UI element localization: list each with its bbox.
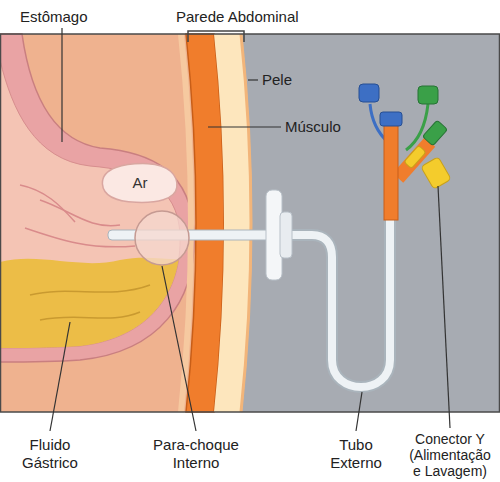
fluid-ripple — [30, 285, 150, 295]
fluid-ripple — [40, 312, 140, 320]
leader-line — [61, 28, 62, 142]
bolster-hub — [280, 212, 292, 258]
illustration-frame — [1, 34, 500, 412]
green-cap — [418, 86, 438, 104]
part-label: Para-choque Interno — [141, 436, 251, 472]
external-tube-outline — [290, 215, 390, 387]
external-tube — [290, 215, 390, 387]
internal-bumper — [135, 211, 189, 265]
part-label: Conector Y (Alimentação e Lavagem) — [405, 431, 495, 479]
clamp-ring — [404, 145, 426, 168]
part-label: Músculo — [285, 118, 341, 136]
gastric-fluid — [0, 258, 195, 362]
leader-line — [356, 392, 362, 431]
leader-line — [248, 79, 258, 80]
blue-cap — [380, 112, 402, 126]
body-interior — [0, 34, 260, 412]
outside-background — [242, 34, 500, 412]
leader-line — [208, 126, 281, 127]
blue-cap — [359, 84, 379, 102]
part-label: Parede Abdominal — [176, 8, 299, 26]
leader-line — [50, 322, 70, 431]
gastric-fold — [40, 200, 120, 226]
node-label: Ar — [133, 174, 148, 192]
skin-line — [241, 34, 251, 412]
fat-layer — [214, 34, 252, 412]
part-label: Tubo Externo — [321, 436, 391, 472]
leader-line — [438, 186, 450, 428]
part-label: Estômago — [20, 8, 88, 26]
yellow-clamp — [421, 157, 451, 190]
leader-line — [162, 266, 196, 431]
muscle-layer — [186, 34, 224, 412]
part-label: Pele — [262, 71, 292, 89]
gastric-fold — [20, 185, 75, 222]
bubble-shape — [102, 164, 177, 203]
air-bubble: Ar — [100, 161, 180, 205]
stomach-wall — [0, 34, 194, 362]
green-cap — [422, 120, 447, 146]
part-label: Fluido Gástrico — [10, 436, 90, 472]
wall-bracket — [188, 31, 244, 42]
y-connector-body — [384, 120, 398, 220]
